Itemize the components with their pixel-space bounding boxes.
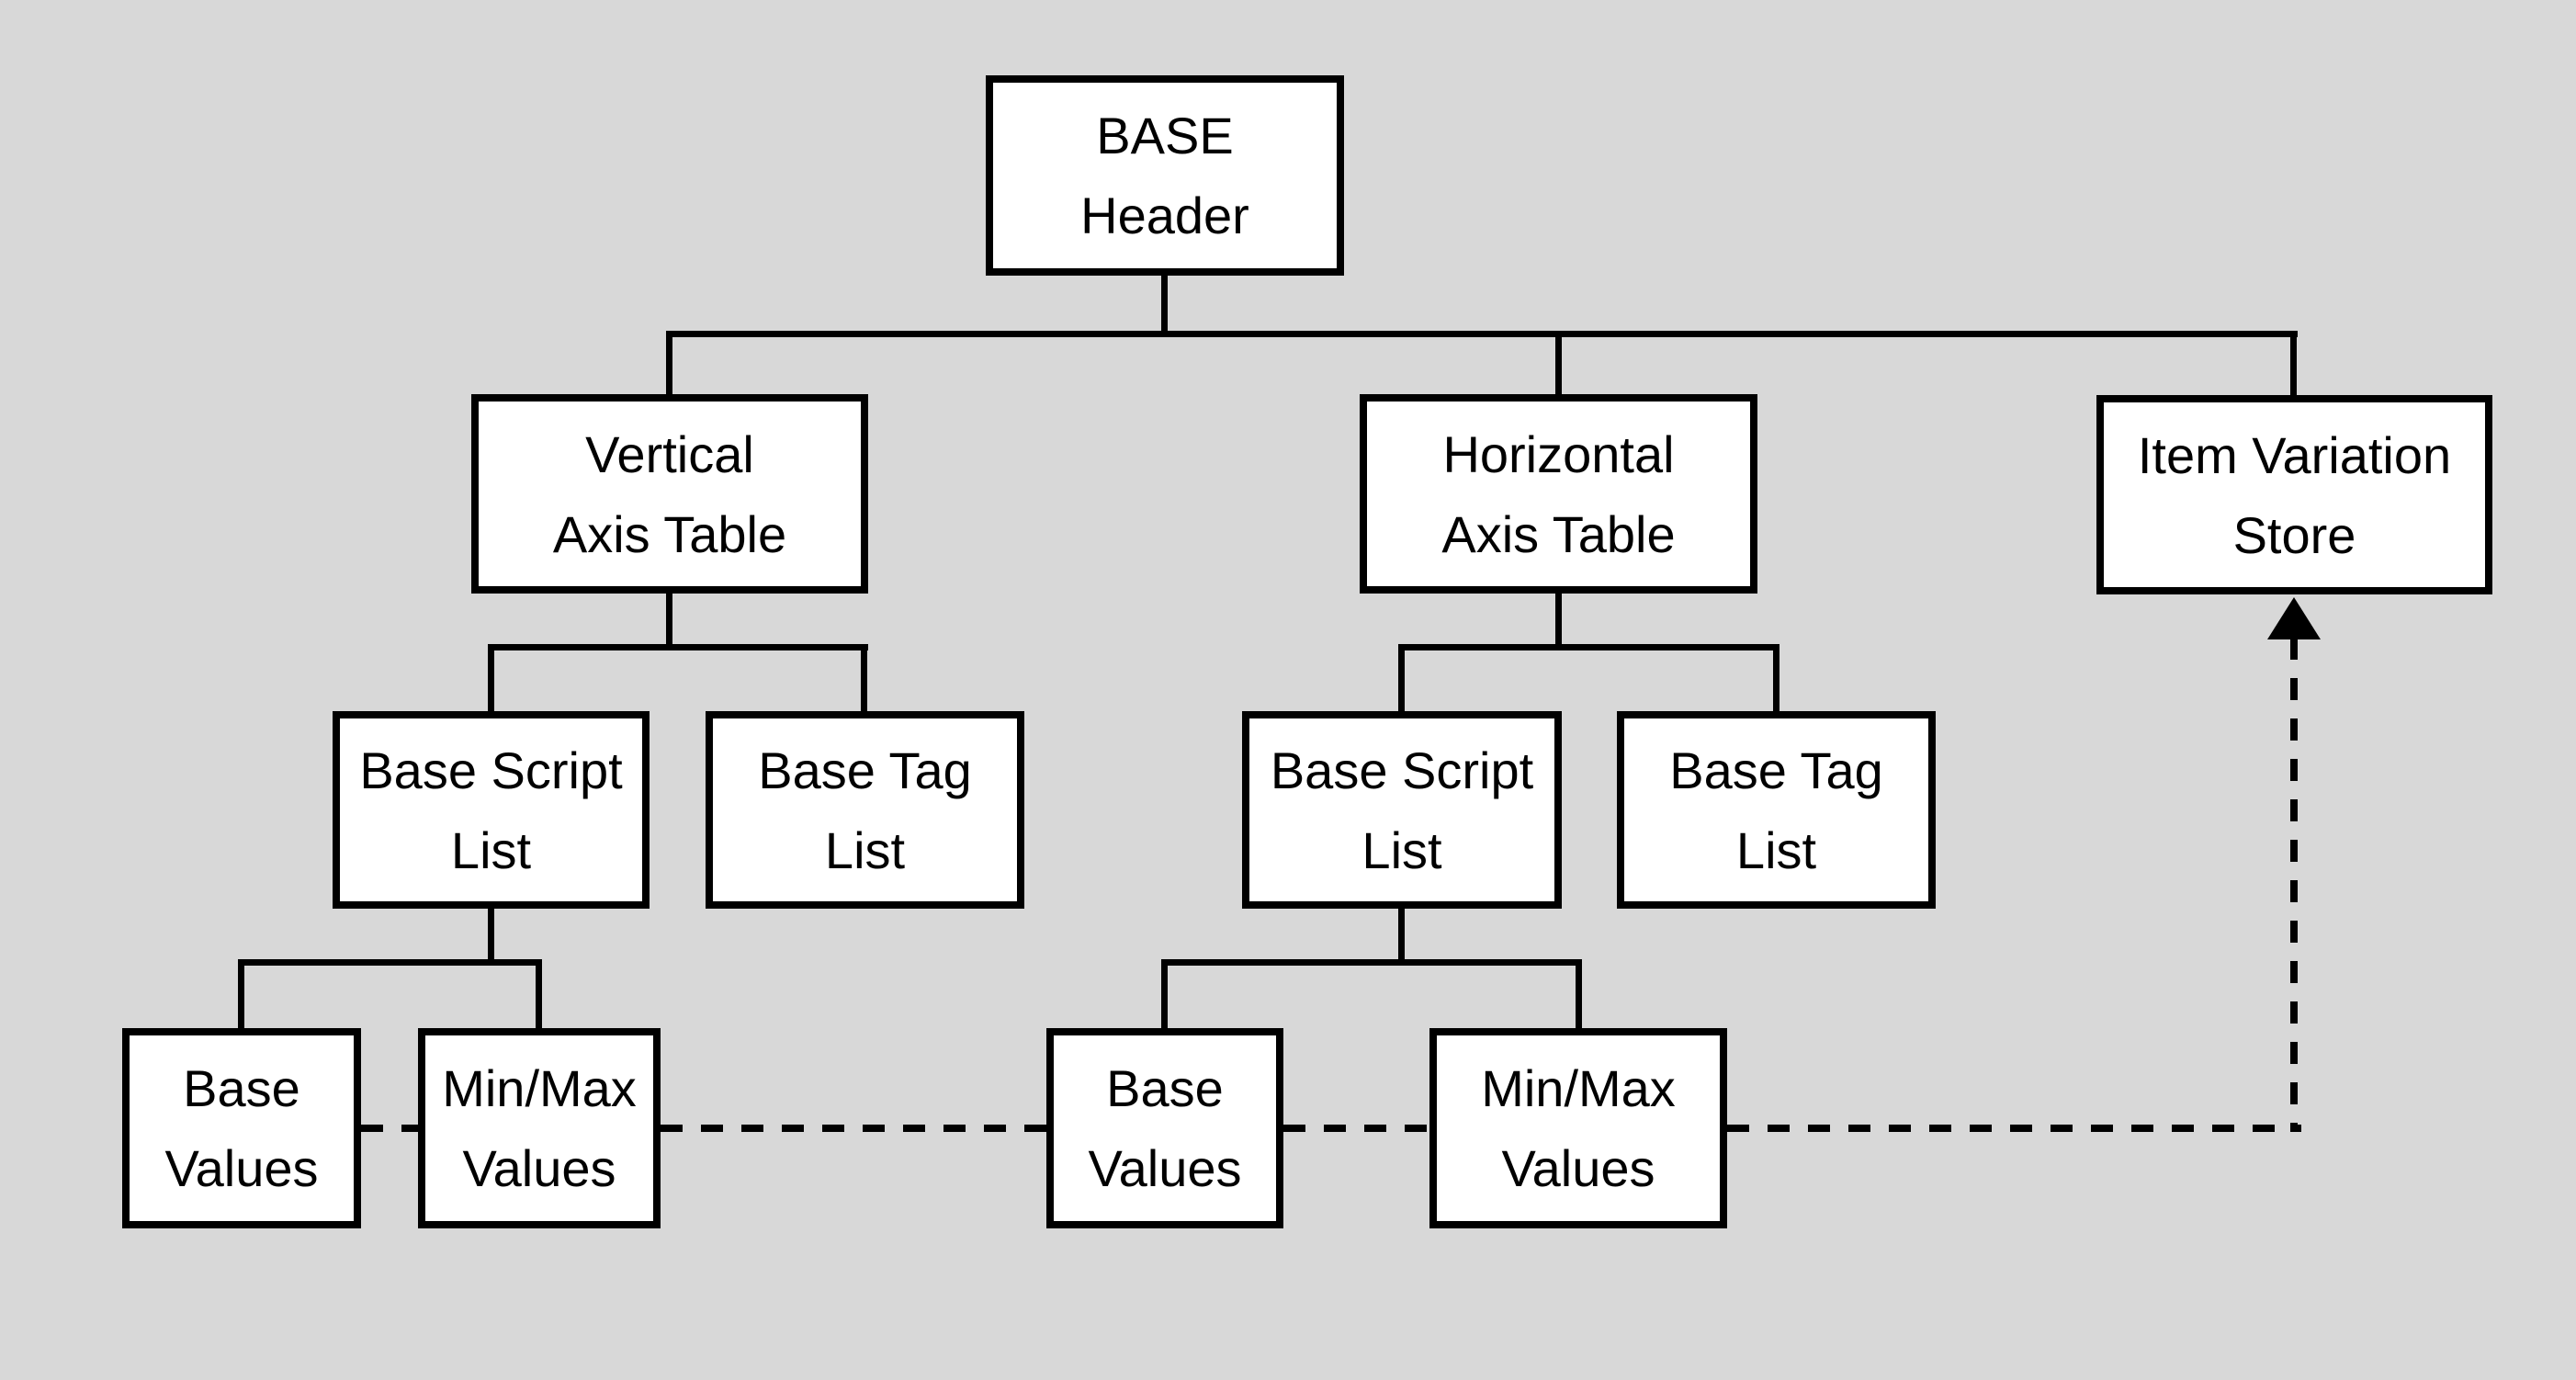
node-item-variation-store: Item Variation Store bbox=[2096, 395, 2492, 594]
connector-horizontal-pair-rail bbox=[1398, 644, 1779, 650]
node-h-base-script-line1: Base Script bbox=[1270, 741, 1534, 799]
node-v-minmax-line1: Min/Max bbox=[442, 1059, 637, 1117]
connector-h-values-rail bbox=[1161, 959, 1582, 966]
node-item-variation-line1: Item Variation bbox=[2137, 425, 2452, 484]
connector-drop-horizontal-axis bbox=[1555, 331, 1562, 394]
arrowhead-up-icon bbox=[2267, 597, 2321, 639]
node-h-base-script-line2: List bbox=[1361, 820, 1442, 879]
node-vertical-base-tag-list: Base Tag List bbox=[706, 711, 1024, 909]
node-v-minmax-line2: Values bbox=[462, 1139, 616, 1197]
connector-horizontal-axis-stub bbox=[1555, 594, 1562, 650]
connector-drop-h-minmax-values bbox=[1576, 959, 1582, 1028]
node-base-header-line1: BASE bbox=[1096, 107, 1234, 164]
node-vertical-axis-line1: Vertical bbox=[585, 424, 754, 483]
node-h-base-tag-line1: Base Tag bbox=[1669, 741, 1883, 799]
connector-drop-h-base-values bbox=[1161, 959, 1168, 1028]
node-vertical-base-values: Base Values bbox=[122, 1028, 361, 1228]
node-v-base-tag-line1: Base Tag bbox=[758, 741, 972, 799]
node-v-base-script-line1: Base Script bbox=[359, 741, 623, 799]
node-vertical-base-script-list: Base Script List bbox=[333, 711, 650, 909]
dashed-link-store-riser bbox=[2290, 638, 2298, 1132]
connector-drop-v-base-tag-list bbox=[861, 644, 867, 711]
dashed-link-v-base-to-minmax bbox=[361, 1125, 418, 1132]
node-item-variation-line2: Store bbox=[2232, 505, 2356, 564]
connector-vertical-axis-stub bbox=[666, 593, 672, 650]
node-horizontal-axis-line2: Axis Table bbox=[1441, 504, 1676, 563]
connector-header-stub bbox=[1161, 275, 1168, 337]
dashed-link-v-minmax-to-h-base bbox=[661, 1125, 1046, 1132]
connector-drop-h-base-tag-list bbox=[1773, 644, 1779, 711]
node-h-minmax-line2: Values bbox=[1501, 1139, 1655, 1197]
node-vertical-axis-table: Vertical Axis Table bbox=[471, 394, 868, 594]
node-base-header: BASE Header bbox=[986, 75, 1344, 276]
node-horizontal-base-script-list: Base Script List bbox=[1242, 711, 1562, 909]
connector-v-values-rail bbox=[238, 959, 542, 966]
connector-h-script-list-stub bbox=[1398, 909, 1405, 966]
node-h-base-tag-line2: List bbox=[1735, 820, 1817, 879]
connector-drop-v-base-values bbox=[238, 959, 244, 1028]
node-h-base-values-line2: Values bbox=[1088, 1139, 1242, 1197]
node-v-base-values-line2: Values bbox=[164, 1139, 319, 1197]
node-horizontal-minmax-values: Min/Max Values bbox=[1429, 1028, 1727, 1228]
node-horizontal-axis-table: Horizontal Axis Table bbox=[1360, 394, 1757, 594]
node-v-base-script-line2: List bbox=[450, 820, 532, 879]
node-base-header-line2: Header bbox=[1080, 187, 1249, 244]
dashed-link-h-base-to-minmax bbox=[1283, 1125, 1429, 1132]
node-vertical-minmax-values: Min/Max Values bbox=[418, 1028, 661, 1228]
connector-drop-h-base-script-list bbox=[1398, 644, 1405, 711]
dashed-link-h-minmax-to-store bbox=[1727, 1125, 2301, 1132]
node-vertical-axis-line2: Axis Table bbox=[552, 504, 787, 563]
node-h-minmax-line1: Min/Max bbox=[1481, 1059, 1676, 1117]
connector-vertical-pair-rail bbox=[488, 644, 868, 650]
connector-row1-rail bbox=[666, 331, 2298, 337]
connector-drop-vertical-axis bbox=[666, 331, 672, 394]
connector-drop-v-base-script-list bbox=[488, 644, 494, 711]
node-h-base-values-line1: Base bbox=[1106, 1059, 1224, 1117]
node-horizontal-base-tag-list: Base Tag List bbox=[1617, 711, 1936, 909]
connector-v-script-list-stub bbox=[488, 909, 494, 966]
node-horizontal-base-values: Base Values bbox=[1046, 1028, 1283, 1228]
node-v-base-values-line1: Base bbox=[183, 1059, 300, 1117]
node-v-base-tag-line2: List bbox=[824, 820, 906, 879]
connector-drop-item-variation bbox=[2290, 331, 2297, 395]
connector-drop-v-minmax-values bbox=[536, 959, 542, 1028]
node-horizontal-axis-line1: Horizontal bbox=[1442, 424, 1675, 483]
